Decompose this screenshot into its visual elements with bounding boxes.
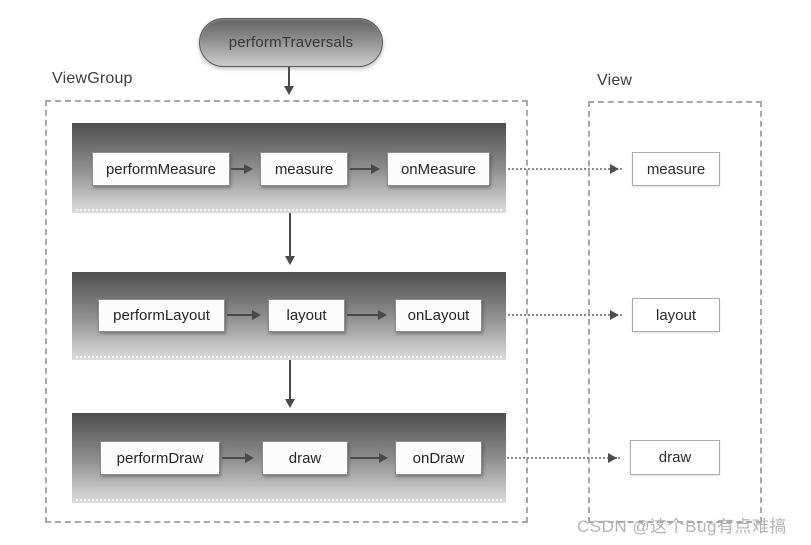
- perform-traversals-node: performTraversals: [199, 18, 383, 67]
- viewgroup-container: [45, 100, 528, 523]
- on-measure-node: onMeasure: [387, 152, 490, 186]
- view-layout-node: layout: [632, 298, 720, 332]
- arrow-right-icon: [350, 453, 388, 463]
- perform-measure-node: performMeasure: [92, 152, 230, 186]
- perform-draw-node: performDraw: [100, 441, 220, 475]
- viewgroup-label: ViewGroup: [52, 70, 133, 87]
- arrow-down-icon: [284, 67, 294, 95]
- arrow-down-icon: [285, 360, 295, 408]
- dotted-arrow-right-icon: [492, 164, 622, 174]
- view-container: [588, 101, 762, 523]
- dotted-arrow-right-icon: [484, 453, 620, 463]
- arrow-right-icon: [347, 310, 387, 320]
- view-label: View: [597, 72, 633, 89]
- csdn-watermark: CSDN @这个Bug有点难搞: [577, 517, 787, 536]
- view-draw-node: draw: [630, 440, 720, 475]
- view-measure-node: measure: [632, 152, 720, 186]
- perform-layout-node: performLayout: [98, 299, 225, 332]
- arrow-right-icon: [222, 453, 254, 463]
- arrow-right-icon: [227, 310, 261, 320]
- measure-node: measure: [260, 152, 348, 186]
- layout-node: layout: [268, 299, 345, 332]
- on-draw-node: onDraw: [395, 441, 482, 475]
- on-layout-node: onLayout: [395, 299, 482, 332]
- draw-node: draw: [262, 441, 348, 475]
- arrow-down-icon: [285, 213, 295, 265]
- dotted-arrow-right-icon: [484, 310, 622, 320]
- arrow-right-icon: [350, 164, 380, 174]
- arrow-right-icon: [231, 164, 253, 174]
